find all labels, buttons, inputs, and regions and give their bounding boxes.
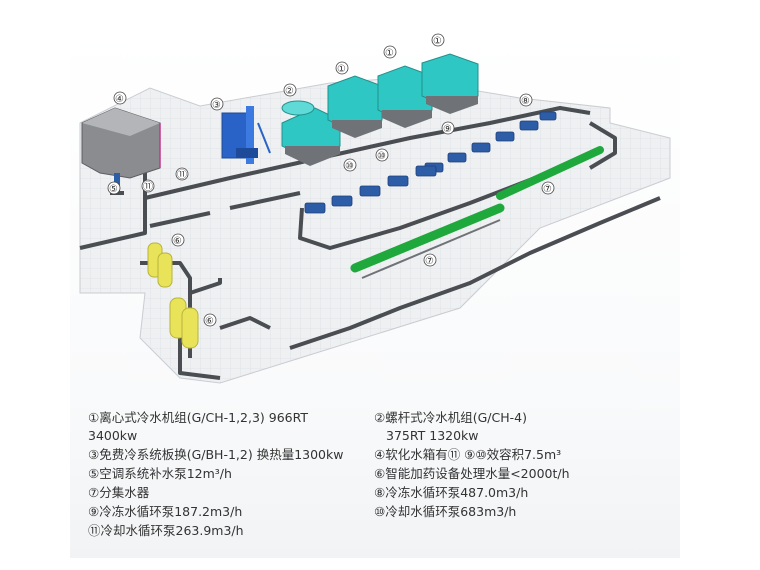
legend-item-1: ①离心式冷水机组(G/CH-1,2,3) 966RT <box>88 410 308 426</box>
marker-1c: ① <box>432 34 444 47</box>
marker-11a: ⑪ <box>142 180 154 193</box>
centrifugal-chiller-3 <box>422 54 478 114</box>
svg-text:⑪: ⑪ <box>177 169 187 181</box>
legend-item-2-cont: 375RT 1320kw <box>386 428 479 444</box>
plant-room-diagram: ④ ③ ② ① ① ① ⑧ ⑤ ⑪ ⑪ ⑨ ⑩ ⑩ ⑥ ⑥ ⑦ ⑦ <box>70 28 680 408</box>
marker-1a: ① <box>336 62 348 75</box>
svg-text:③: ③ <box>212 100 221 111</box>
svg-text:⑥: ⑥ <box>205 316 214 327</box>
centrifugal-chiller-1 <box>328 76 382 138</box>
svg-text:⑥: ⑥ <box>173 236 182 247</box>
svg-text:①: ① <box>337 64 346 75</box>
svg-text:④: ④ <box>115 94 124 105</box>
legend-item-9: ⑨冷冻水循环泵187.2m3/h <box>88 504 242 520</box>
svg-text:⑧: ⑧ <box>521 96 530 107</box>
svg-text:⑦: ⑦ <box>543 184 552 195</box>
legend: ①离心式冷水机组(G/CH-1,2,3) 966RT 3400kw ②螺杆式冷水… <box>84 410 604 550</box>
svg-text:⑩: ⑩ <box>377 151 386 162</box>
svg-text:⑤: ⑤ <box>109 184 118 195</box>
legend-item-2: ②螺杆式冷水机组(G/CH-4) <box>374 410 527 426</box>
svg-text:⑦: ⑦ <box>425 256 434 267</box>
svg-text:②: ② <box>285 86 294 97</box>
legend-item-10: ⑩冷却水循环泵683m3/h <box>374 504 516 520</box>
svg-text:①: ① <box>385 48 394 59</box>
legend-item-8: ⑧冷冻水循环泵487.0m3/h <box>374 485 528 501</box>
legend-item-4: ④软化水箱有⑪ ⑨⑩效容积7.5m³ <box>374 447 561 463</box>
svg-text:⑪: ⑪ <box>143 181 153 193</box>
legend-item-1-cont: 3400kw <box>88 428 137 444</box>
legend-item-11: ⑪冷却水循环泵263.9m3/h <box>88 523 244 539</box>
legend-item-7: ⑦分集水器 <box>88 485 149 501</box>
svg-text:⑩: ⑩ <box>345 161 354 172</box>
marker-1b: ① <box>384 46 396 59</box>
svg-text:⑨: ⑨ <box>443 124 452 135</box>
marker-11b: ⑪ <box>176 168 188 181</box>
svg-text:①: ① <box>433 36 442 47</box>
legend-item-6: ⑥智能加药设备处理水量<2000t/h <box>374 466 570 482</box>
legend-item-5: ⑤空调系统补水泵12m³/h <box>88 466 232 482</box>
legend-item-3: ③免费冷系统板换(G/BH-1,2) 换热量1300kw <box>88 447 343 463</box>
